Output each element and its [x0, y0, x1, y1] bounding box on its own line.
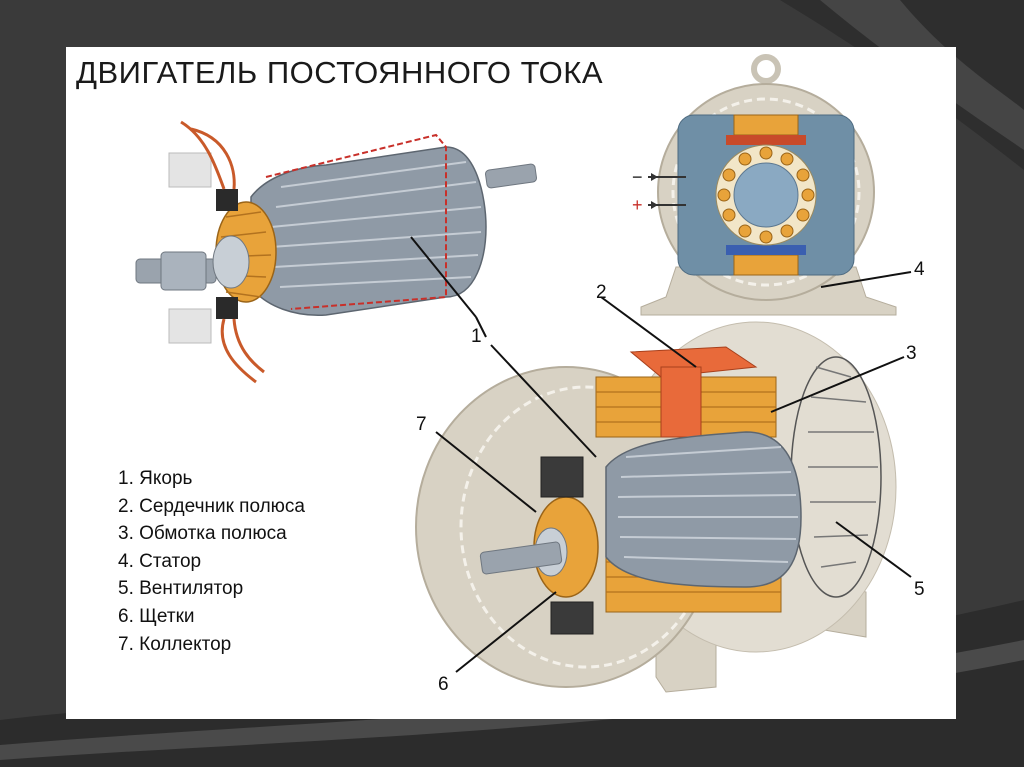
legend-item-commutator: 7. Коллектор: [118, 633, 232, 655]
parts-legend: 1. Якорь 2. Сердечник полюса 3. Обмотка …: [118, 465, 305, 658]
callout-7: 7: [416, 414, 427, 435]
armature-drawing: [135, 120, 537, 384]
callout-2: 2: [596, 282, 607, 303]
callout-4: 4: [914, 259, 925, 280]
legend-item-stator: 4. Статор: [118, 550, 202, 572]
callout-1: 1: [471, 326, 482, 347]
leader-lines: [410, 236, 912, 673]
legend-item-pole-winding: 3. Обмотка полюса: [118, 523, 287, 545]
slide-title: ДВИГАТЕЛЬ ПОСТОЯННОГО ТОКА: [76, 55, 603, 90]
plus-terminal-sign: +: [632, 195, 643, 215]
motor-end-view: [640, 54, 897, 316]
callout-6: 6: [438, 674, 449, 695]
callout-3: 3: [906, 343, 917, 364]
callout-5: 5: [914, 579, 925, 600]
legend-item-fan: 5. Вентилятор: [118, 578, 244, 600]
legend-item-brushes: 6. Щетки: [118, 605, 195, 627]
legend-item-pole-core: 2. Сердечник полюса: [118, 495, 306, 517]
minus-terminal-sign: −: [632, 167, 643, 187]
assembled-motor: [415, 321, 897, 693]
motor-illustration: [135, 54, 912, 693]
slide: ДВИГАТЕЛЬ ПОСТОЯННОГО ТОКА: [66, 47, 956, 719]
legend-item-armature: 1. Якорь: [118, 468, 193, 489]
